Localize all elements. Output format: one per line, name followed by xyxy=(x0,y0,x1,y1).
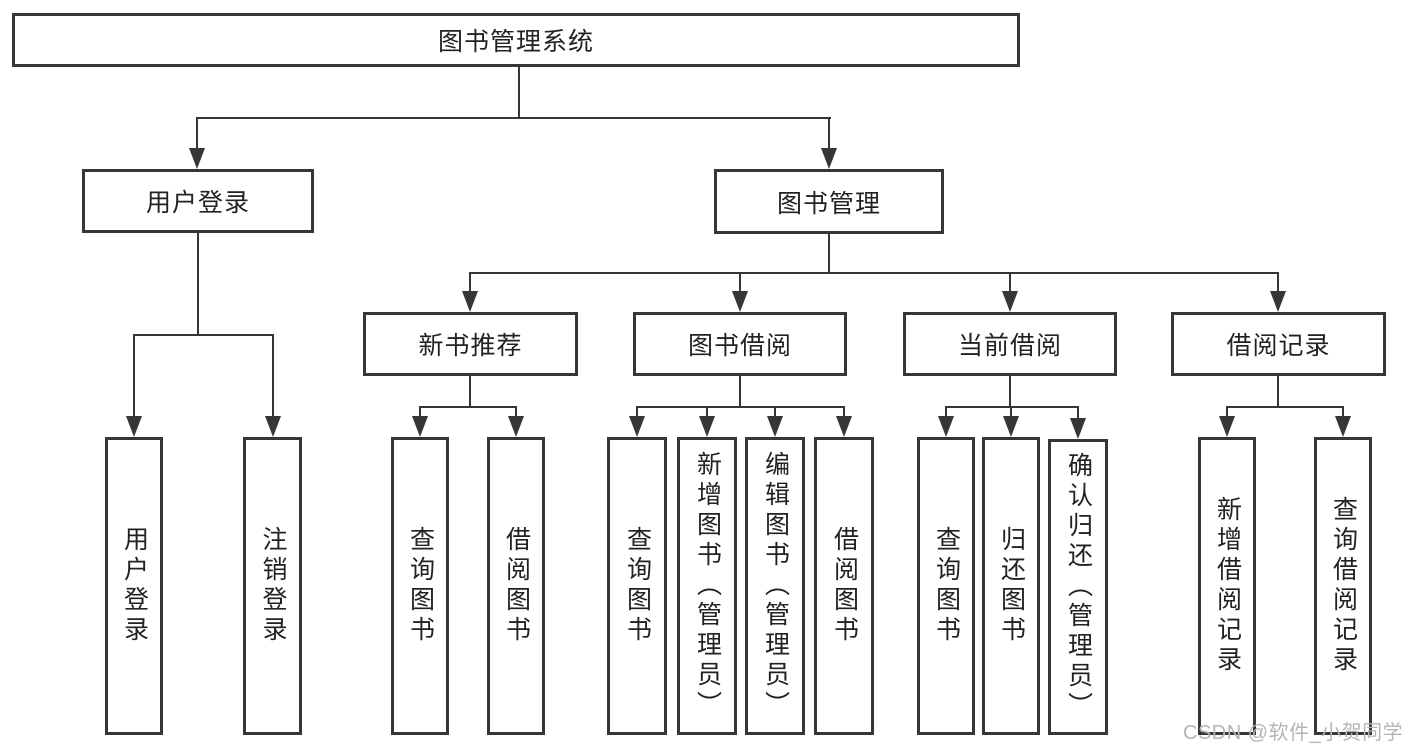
node-book-borrow-label: 图书借阅 xyxy=(687,332,792,360)
leaf-add-book-admin: 新增图书（管理员） xyxy=(677,437,737,735)
connector-borrow-records-stem xyxy=(1277,376,1279,407)
arrow-down-icon xyxy=(836,416,852,437)
connector-to-leaf-user-login xyxy=(133,334,135,418)
leaf-user-login: 用户登录 xyxy=(105,437,163,735)
connector-level2-rail xyxy=(196,117,831,119)
connector-leaf xyxy=(774,406,776,418)
leaf-query-borrow-record: 查询借阅记录 xyxy=(1314,437,1372,735)
arrow-down-icon xyxy=(1219,416,1235,437)
connector-to-book-management xyxy=(828,117,830,150)
connector-borrow-records-rail xyxy=(1226,406,1344,408)
arrow-down-icon xyxy=(462,291,478,312)
arrow-down-icon xyxy=(938,416,954,437)
arrow-down-icon xyxy=(821,148,837,169)
connector-leaf xyxy=(636,406,638,418)
leaf-query-books-2: 查询图书 xyxy=(607,437,667,735)
connector-new-book-recommend-rail xyxy=(419,406,517,408)
node-new-book-recommend-label: 新书推荐 xyxy=(418,332,523,360)
csdn-watermark: CSDN @软件_小贺同学 xyxy=(1183,722,1404,744)
node-user-login-label: 用户登录 xyxy=(145,189,250,217)
node-book-borrow: 图书借阅 xyxy=(633,312,847,376)
leaf-query-books-1: 查询图书 xyxy=(391,437,449,735)
leaf-confirm-return-admin-label: 确认归还（管理员） xyxy=(1064,452,1093,722)
arrow-down-icon xyxy=(1270,291,1286,312)
leaf-borrow-books-1-label: 借阅图书 xyxy=(502,526,531,646)
leaf-logout: 注销登录 xyxy=(243,437,302,735)
arrow-down-icon xyxy=(1070,418,1086,439)
leaf-query-books-3: 查询图书 xyxy=(917,437,975,735)
connector-leaf xyxy=(515,406,517,418)
connector-current-borrow-stem xyxy=(1009,376,1011,407)
leaf-query-books-1-label: 查询图书 xyxy=(406,526,435,646)
leaf-edit-book-admin: 编辑图书（管理员） xyxy=(745,437,805,735)
connector-to-user-login xyxy=(196,117,198,150)
leaf-add-book-admin-label: 新增图书（管理员） xyxy=(693,451,722,721)
leaf-borrow-books-1: 借阅图书 xyxy=(487,437,545,735)
arrow-down-icon xyxy=(1003,416,1019,437)
connector-leaf xyxy=(1226,406,1228,418)
arrow-down-icon xyxy=(412,416,428,437)
arrow-down-icon xyxy=(1335,416,1351,437)
connector-leaf xyxy=(843,406,845,418)
leaf-edit-book-admin-label: 编辑图书（管理员） xyxy=(761,451,790,721)
arrow-down-icon xyxy=(126,416,142,437)
leaf-query-books-2-label: 查询图书 xyxy=(623,526,652,646)
node-borrow-records: 借阅记录 xyxy=(1171,312,1386,376)
node-borrow-records-label: 借阅记录 xyxy=(1226,332,1331,360)
arrow-down-icon xyxy=(699,416,715,437)
connector-root-stem xyxy=(518,67,520,118)
connector-to-current-borrow xyxy=(1009,272,1011,293)
leaf-borrow-books-2-label: 借阅图书 xyxy=(830,526,859,646)
connector-new-book-recommend-stem xyxy=(469,376,471,407)
leaf-add-borrow-record-label: 新增借阅记录 xyxy=(1213,496,1242,676)
connector-leaf xyxy=(1077,406,1079,418)
leaf-query-books-3-label: 查询图书 xyxy=(932,526,961,646)
arrow-down-icon xyxy=(767,416,783,437)
connector-user-login-stem xyxy=(197,232,199,336)
connector-leaf xyxy=(945,406,947,418)
node-root: 图书管理系统 xyxy=(12,13,1020,67)
leaf-logout-label: 注销登录 xyxy=(259,526,287,646)
leaf-confirm-return-admin: 确认归还（管理员） xyxy=(1048,439,1108,735)
node-book-management-label: 图书管理 xyxy=(776,189,881,218)
arrow-down-icon xyxy=(629,416,645,437)
connector-to-new-book-recommend xyxy=(469,272,471,293)
node-current-borrow-label: 当前借阅 xyxy=(957,332,1062,360)
connector-leaf xyxy=(1342,406,1344,418)
arrow-down-icon xyxy=(1002,291,1018,312)
leaf-return-book-label: 归还图书 xyxy=(997,526,1026,646)
arrow-down-icon xyxy=(732,291,748,312)
connector-book-borrow-stem xyxy=(739,376,741,407)
connector-current-borrow-rail xyxy=(945,406,1079,408)
arrow-down-icon xyxy=(189,148,205,169)
connector-to-borrow-records xyxy=(1277,272,1279,293)
node-new-book-recommend: 新书推荐 xyxy=(363,312,578,376)
connector-level3-rail xyxy=(469,272,1279,274)
leaf-user-login-label: 用户登录 xyxy=(120,526,149,646)
node-user-login: 用户登录 xyxy=(82,169,314,233)
connector-leaf xyxy=(1010,406,1012,418)
connector-user-login-rail xyxy=(133,334,274,336)
leaf-return-book: 归还图书 xyxy=(982,437,1040,735)
node-current-borrow: 当前借阅 xyxy=(903,312,1117,376)
leaf-add-borrow-record: 新增借阅记录 xyxy=(1198,437,1256,735)
leaf-borrow-books-2: 借阅图书 xyxy=(814,437,874,735)
connector-to-leaf-logout xyxy=(272,334,274,418)
arrow-down-icon xyxy=(265,416,281,437)
connector-leaf xyxy=(706,406,708,418)
leaf-query-borrow-record-label: 查询借阅记录 xyxy=(1329,496,1358,676)
arrow-down-icon xyxy=(508,416,524,437)
node-root-label: 图书管理系统 xyxy=(437,28,594,56)
connector-book-management-stem xyxy=(828,233,830,273)
node-book-management: 图书管理 xyxy=(714,169,944,234)
connector-book-borrow-rail xyxy=(636,406,845,408)
connector-to-book-borrow xyxy=(739,272,741,293)
connector-leaf xyxy=(419,406,421,418)
